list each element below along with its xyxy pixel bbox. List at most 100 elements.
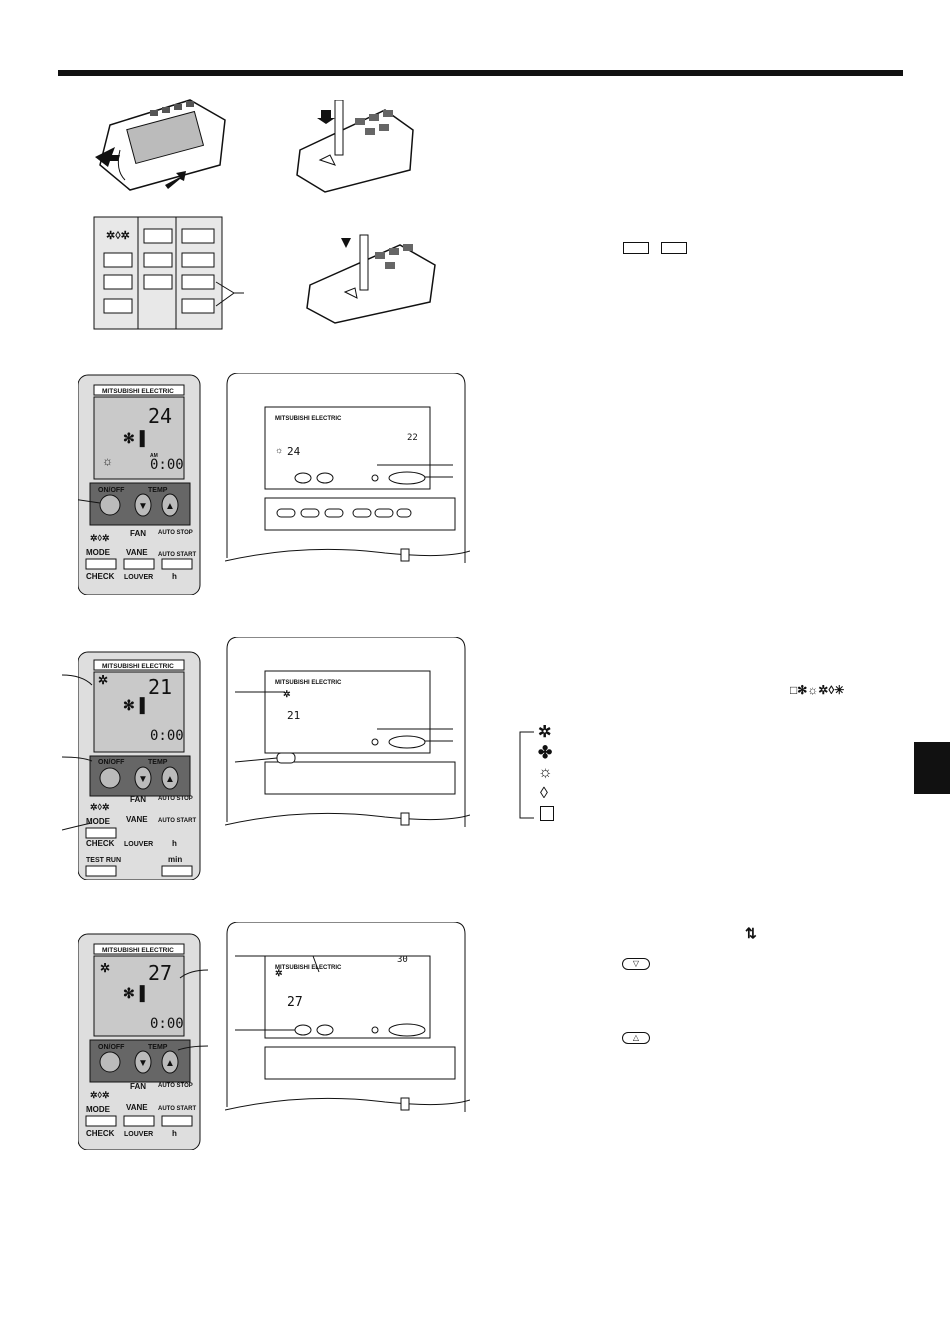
svg-text:0:00: 0:00 bbox=[150, 728, 184, 744]
svg-text:MITSUBISHI ELECTRIC: MITSUBISHI ELECTRIC bbox=[275, 965, 342, 971]
on-off-button-wired[interactable] bbox=[388, 471, 426, 485]
svg-text:ON/OFF: ON/OFF bbox=[98, 1044, 125, 1051]
svg-text:VANE: VANE bbox=[126, 815, 148, 824]
on-off-button[interactable] bbox=[99, 767, 121, 789]
temp-label: TEMP bbox=[148, 487, 168, 494]
svg-text:CHECK: CHECK bbox=[86, 1129, 115, 1138]
svg-text:AM: AM bbox=[150, 453, 158, 459]
mode-button-wired[interactable] bbox=[276, 752, 296, 764]
battery-cover-illustration bbox=[95, 99, 226, 191]
temp-up-button[interactable] bbox=[161, 493, 179, 517]
svg-text:TEMP: TEMP bbox=[148, 759, 168, 766]
svg-text:FAN: FAN bbox=[130, 795, 146, 804]
on-off-button[interactable] bbox=[99, 494, 121, 516]
svg-text:☼: ☼ bbox=[275, 445, 283, 455]
svg-text:TEMP: TEMP bbox=[148, 1044, 168, 1051]
svg-text:CHECK: CHECK bbox=[86, 572, 115, 581]
svg-text:✲: ✲ bbox=[283, 689, 291, 699]
cool-icon: ✲ bbox=[538, 724, 552, 741]
key-box-2 bbox=[661, 242, 687, 254]
wireless-remote-2: MITSUBISHI ELECTRIC 21 ✲ ✻▐ 0:00 ON/OFF … bbox=[78, 651, 201, 880]
heat-icon: ☼ bbox=[538, 764, 553, 781]
reset-pen-illustration-2 bbox=[306, 234, 436, 324]
dry-icon: ◊ bbox=[540, 785, 548, 802]
temp-adjust-icon: ⇅ bbox=[745, 925, 757, 941]
remote-control-panel-detail: ✲◊✲ bbox=[93, 216, 244, 330]
svg-text:AUTO STOP: AUTO STOP bbox=[158, 1083, 193, 1089]
svg-text:0:00: 0:00 bbox=[150, 1016, 184, 1032]
svg-text:LOUVER: LOUVER bbox=[124, 841, 153, 848]
brand-label: MITSUBISHI ELECTRIC bbox=[102, 388, 174, 395]
header-rule bbox=[58, 70, 903, 76]
svg-text:✲◊✲: ✲◊✲ bbox=[90, 1090, 110, 1100]
temp-down-button[interactable] bbox=[134, 1050, 152, 1074]
svg-text:AUTO STOP: AUTO STOP bbox=[158, 796, 193, 802]
svg-text:h: h bbox=[172, 839, 177, 848]
svg-text:✻▐: ✻▐ bbox=[123, 985, 145, 1003]
temp-up-button[interactable] bbox=[161, 766, 179, 790]
remote-temp-readout: 24 bbox=[148, 404, 172, 428]
svg-text:✲◊✲: ✲◊✲ bbox=[106, 230, 130, 242]
remote-temp-readout: 21 bbox=[148, 675, 172, 699]
key-box-1 bbox=[623, 242, 649, 254]
mode-sequence: □✻☼✲◊✳ bbox=[790, 683, 845, 697]
svg-text:MITSUBISHI ELECTRIC: MITSUBISHI ELECTRIC bbox=[102, 947, 174, 954]
wired-controller-1: MITSUBISHI ELECTRIC 24 ☼ 22 bbox=[225, 373, 470, 563]
svg-text:▲: ▲ bbox=[165, 501, 175, 512]
heat-mode-icon: ☼ bbox=[102, 454, 113, 468]
svg-text:MITSUBISHI ELECTRIC: MITSUBISHI ELECTRIC bbox=[102, 663, 174, 670]
svg-text:AUTO START: AUTO START bbox=[158, 552, 196, 558]
svg-text:24: 24 bbox=[287, 445, 301, 458]
svg-text:30: 30 bbox=[397, 955, 408, 965]
svg-text:▲: ▲ bbox=[165, 774, 175, 785]
svg-text:ON/OFF: ON/OFF bbox=[98, 759, 125, 766]
svg-text:MODE: MODE bbox=[86, 1105, 111, 1114]
svg-text:h: h bbox=[172, 572, 177, 581]
svg-text:▼: ▼ bbox=[138, 774, 148, 785]
wireless-remote-1: MITSUBISHI ELECTRIC 24 ✻▐ ☼ 0:00 AM ON/O… bbox=[78, 374, 201, 595]
pointer-lines-2 bbox=[62, 674, 93, 831]
temp-up-key-icon: △ bbox=[622, 1032, 650, 1044]
on-off-button[interactable] bbox=[99, 1051, 121, 1073]
svg-text:min: min bbox=[168, 855, 182, 864]
svg-text:AUTO START: AUTO START bbox=[158, 1106, 196, 1112]
svg-text:FAN: FAN bbox=[130, 529, 146, 538]
svg-text:VANE: VANE bbox=[126, 1103, 148, 1112]
temp-down-key-icon: ▽ bbox=[622, 958, 650, 970]
svg-text:h: h bbox=[172, 1129, 177, 1138]
temp-down-button[interactable] bbox=[134, 493, 152, 517]
svg-text:MITSUBISHI ELECTRIC: MITSUBISHI ELECTRIC bbox=[275, 416, 342, 422]
svg-text:VANE: VANE bbox=[126, 548, 148, 557]
cool-mode-icon: ✲ bbox=[98, 673, 108, 687]
reset-pen-illustration-1 bbox=[296, 100, 414, 193]
on-off-label: ON/OFF bbox=[98, 487, 125, 494]
temp-down-button[interactable] bbox=[134, 766, 152, 790]
clock-readout: 0:00 bbox=[150, 457, 184, 473]
fan-speed-icon: ✻▐ bbox=[123, 430, 145, 448]
svg-text:▼: ▼ bbox=[138, 1058, 148, 1069]
svg-text:▼: ▼ bbox=[138, 501, 148, 512]
svg-text:22: 22 bbox=[407, 433, 418, 443]
mode-label: MODE bbox=[86, 548, 111, 557]
svg-text:FAN: FAN bbox=[130, 1082, 146, 1091]
svg-text:✻▐: ✻▐ bbox=[123, 697, 145, 715]
svg-text:MITSUBISHI ELECTRIC: MITSUBISHI ELECTRIC bbox=[275, 680, 342, 686]
auto-icon bbox=[540, 806, 554, 821]
pointer-lines-3 bbox=[177, 969, 209, 1051]
svg-text:✲: ✲ bbox=[100, 961, 110, 975]
svg-text:TEST RUN: TEST RUN bbox=[86, 857, 121, 864]
wired-controller-3: MITSUBISHI ELECTRIC 27 30 ✲ bbox=[225, 922, 470, 1112]
svg-text:CHECK: CHECK bbox=[86, 839, 115, 848]
wired-controller-2: MITSUBISHI ELECTRIC 21 ✲ bbox=[225, 637, 470, 827]
fan-icon: ✤ bbox=[538, 743, 553, 762]
temp-up-button[interactable] bbox=[161, 1050, 179, 1074]
mode-button[interactable] bbox=[85, 827, 117, 839]
svg-text:✲◊✲: ✲◊✲ bbox=[90, 802, 110, 812]
svg-text:LOUVER: LOUVER bbox=[124, 1131, 153, 1138]
svg-text:27: 27 bbox=[287, 995, 303, 1010]
svg-text:LOUVER: LOUVER bbox=[124, 574, 153, 581]
temp-up-button-wired[interactable] bbox=[316, 1024, 334, 1036]
temp-down-button-wired[interactable] bbox=[294, 1024, 312, 1036]
svg-text:21: 21 bbox=[287, 709, 300, 722]
section-tab bbox=[914, 742, 950, 794]
